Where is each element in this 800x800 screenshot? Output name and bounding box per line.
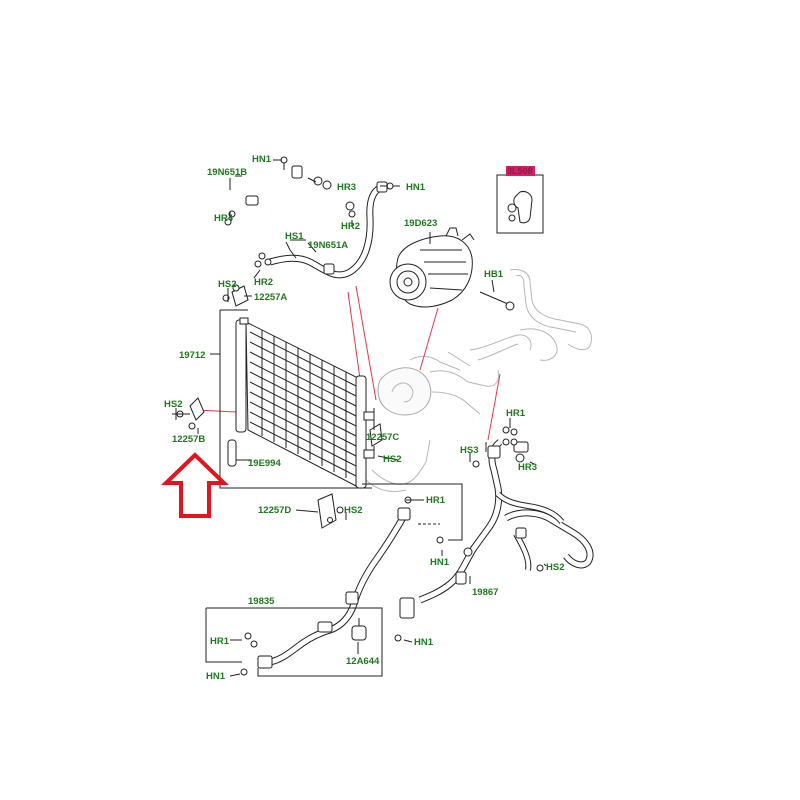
label-hs1: HS1 bbox=[285, 231, 304, 242]
label-19867: 19867 bbox=[472, 587, 498, 598]
label-hb1: HB1 bbox=[484, 269, 504, 280]
hose-19n651a bbox=[254, 181, 400, 279]
label-hn1-b: HN1 bbox=[406, 182, 426, 193]
label-hr4: HR4 bbox=[214, 213, 234, 224]
compressor-19d623 bbox=[389, 227, 475, 308]
up-arrow-icon bbox=[161, 452, 229, 518]
background-pipes bbox=[365, 269, 593, 493]
label-hr3-top: HR3 bbox=[337, 182, 356, 193]
label-hn1-e: HN1 bbox=[206, 671, 226, 682]
clip-hr3-top bbox=[313, 176, 332, 190]
clip-hn1-top bbox=[280, 156, 288, 170]
hose-19867 bbox=[394, 428, 594, 642]
label-19d623: 19D623 bbox=[404, 218, 437, 229]
label-hr2-b: HR2 bbox=[254, 277, 273, 288]
bracket-12257d bbox=[317, 493, 344, 529]
label-12257c: 12257C bbox=[366, 432, 399, 443]
label-hr1-a: HR1 bbox=[506, 408, 526, 419]
label-hr2-a: HR2 bbox=[341, 221, 360, 232]
label-hs2-e: HS2 bbox=[546, 562, 564, 573]
label-hs2-c: HS2 bbox=[383, 454, 401, 465]
label-hr1-b: HR1 bbox=[426, 495, 446, 506]
label-19n651a: 19N651A bbox=[308, 240, 348, 251]
clip-hr3-right bbox=[515, 453, 525, 463]
label-12a644: 12A644 bbox=[346, 656, 380, 667]
bolt-hb1 bbox=[479, 291, 515, 311]
bracket-12257c bbox=[369, 423, 383, 447]
pressure-sensor-12a644 bbox=[351, 618, 367, 641]
label-12257d: 12257D bbox=[258, 505, 291, 516]
callout-lines bbox=[172, 159, 547, 677]
part-labels: HN1 19N651B HR3 HN1 HR4 HR2 HS1 19N651A … bbox=[164, 154, 564, 682]
label-hr1-c: HR1 bbox=[210, 636, 230, 647]
label-19e994: 19E994 bbox=[248, 458, 281, 469]
label-19712: 19712 bbox=[179, 350, 205, 361]
condenser-19712 bbox=[235, 317, 375, 489]
clip-hn1-lower bbox=[240, 668, 248, 676]
label-hs2-b: HS2 bbox=[164, 399, 182, 410]
highlight-box bbox=[506, 166, 535, 176]
label-hr3-b: HR3 bbox=[518, 462, 537, 473]
label-hn1-c: HN1 bbox=[430, 557, 450, 568]
label-hs2-a: HS2 bbox=[218, 279, 236, 290]
hose-19835 bbox=[257, 496, 444, 669]
label-hn1-top: HN1 bbox=[252, 154, 272, 165]
part-3l508-box bbox=[496, 166, 544, 234]
label-12257a: 12257A bbox=[254, 292, 287, 303]
label-19n651b: 19N651B bbox=[207, 167, 247, 178]
clip-hr1-right bbox=[502, 426, 510, 446]
hose-19n651b bbox=[221, 165, 303, 239]
label-hs2-d: HS2 bbox=[344, 505, 362, 516]
label-hs3: HS3 bbox=[460, 445, 478, 456]
label-12257b: 12257B bbox=[172, 434, 205, 445]
bracket-12257a bbox=[222, 284, 249, 307]
label-hn1-d: HN1 bbox=[414, 637, 434, 648]
clip-hr1-lower bbox=[244, 632, 258, 648]
label-3l508: 3L508 bbox=[507, 166, 533, 176]
label-19835: 19835 bbox=[248, 596, 275, 607]
